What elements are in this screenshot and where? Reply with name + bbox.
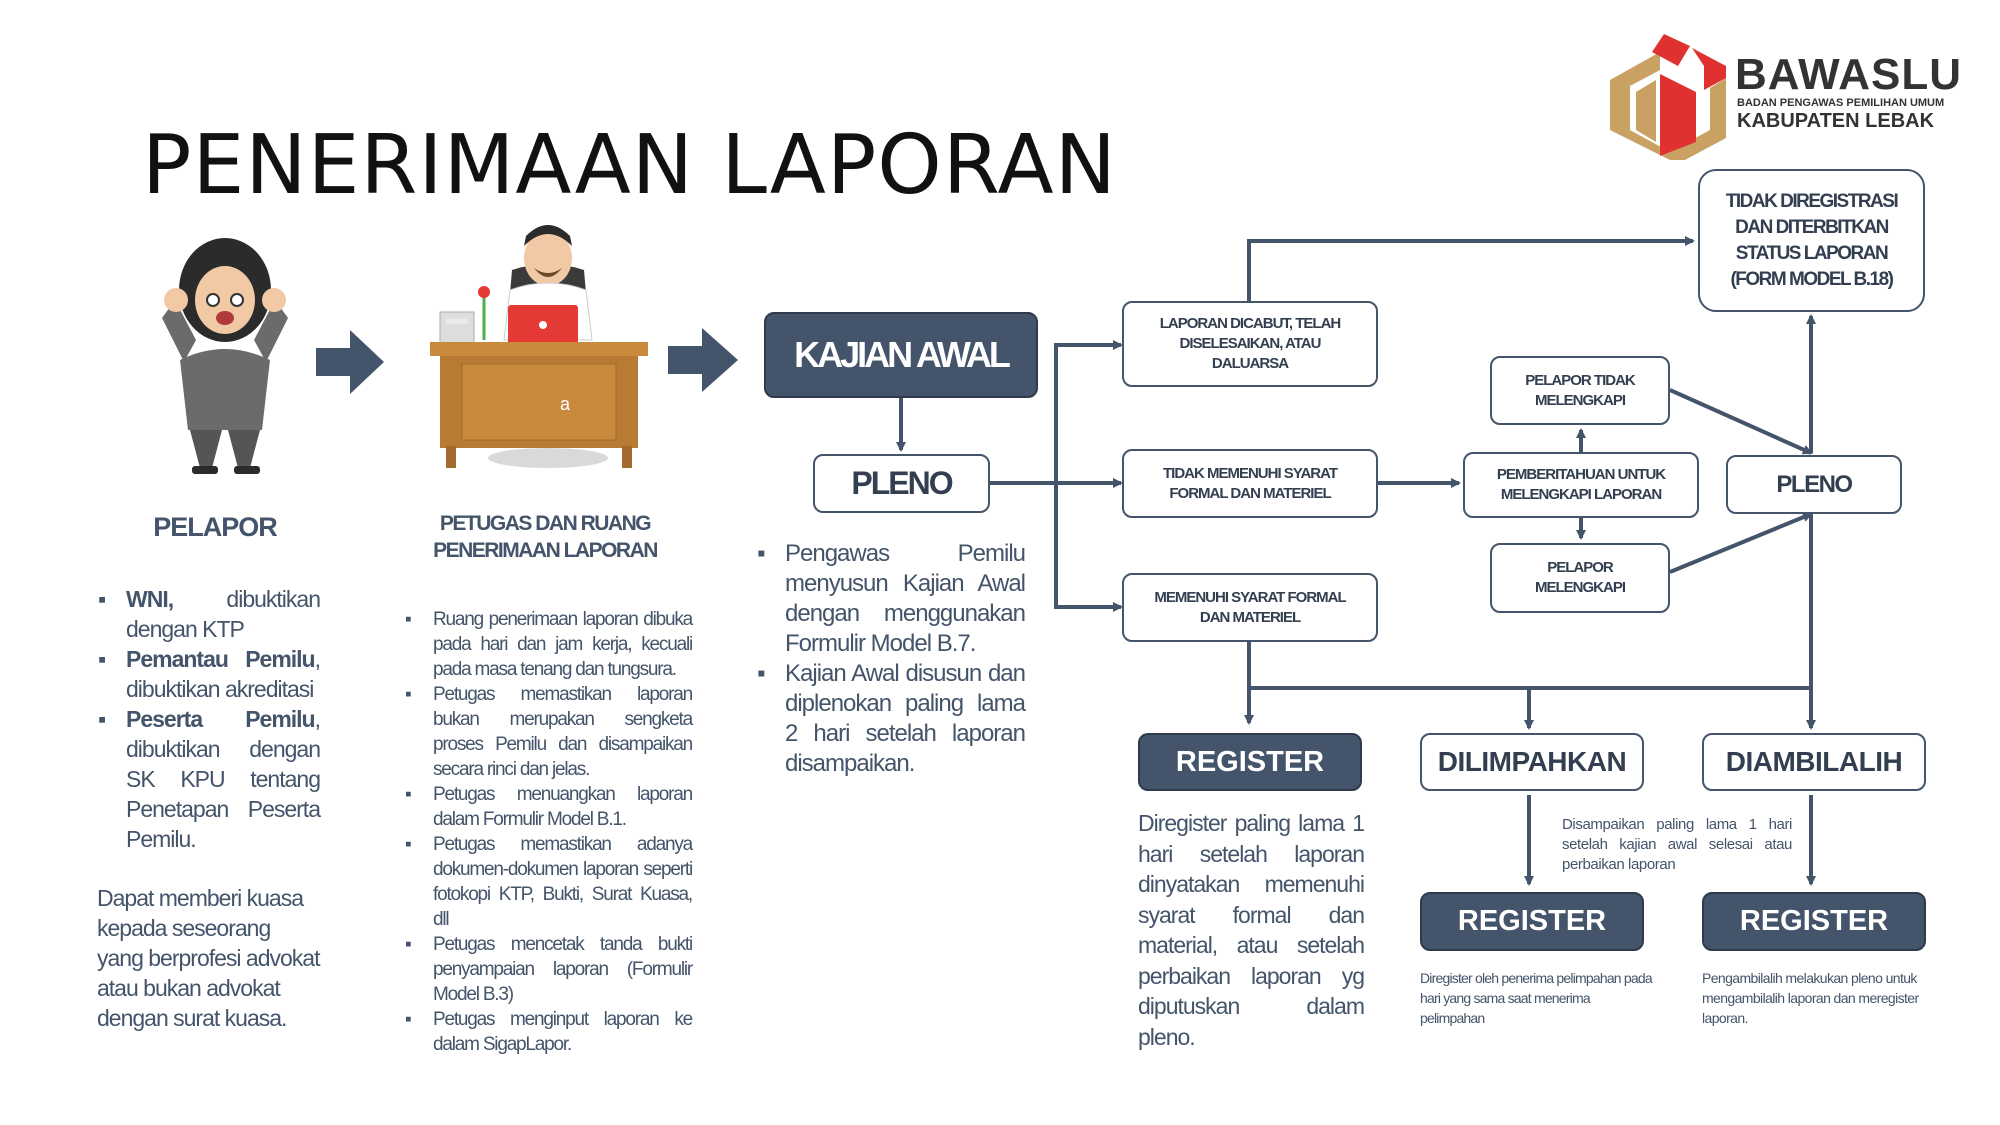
- tidak-diregistrasi-box: TIDAK DIREGISTRASI DAN DITERBITKAN STATU…: [1698, 169, 1925, 312]
- arrow-right-icon: [668, 328, 738, 392]
- pleno-right-box: PLENO: [1726, 455, 1902, 514]
- list-item: Kajian Awal disusun dan diplenokan palin…: [757, 659, 1026, 779]
- logo-region: KABUPATEN LEBAK: [1737, 110, 1935, 132]
- dilimpahkan-box: DILIMPAHKAN: [1420, 733, 1644, 791]
- pelapor-heading: PELAPOR: [153, 512, 278, 542]
- kajian-awal-box: KAJIAN AWAL: [764, 312, 1038, 398]
- register-dilimpahkan-box: REGISTER: [1420, 892, 1644, 951]
- list-item: Petugas memastikan adanya dokumen-dokume…: [405, 832, 693, 932]
- logo-name: BAWASLU: [1735, 50, 1962, 99]
- list-item: Ruang penerimaan laporan dibuka pada har…: [405, 607, 693, 682]
- illustration-label: a: [560, 394, 571, 414]
- logo-subtitle: BADAN PENGAWAS PEMILIHAN UMUM: [1737, 97, 1945, 109]
- pelapor-list: WNI, dibuktikan dengan KTP Pemantau Pemi…: [98, 584, 321, 854]
- list-item: Peserta Pemilu, dibuktikan dengan SK KPU…: [98, 704, 321, 854]
- list-item: Petugas memastikan laporan bukan merupak…: [405, 682, 693, 782]
- register-diambilalih-note: Pengambilalih melakukan pleno untuk meng…: [1702, 970, 1919, 1026]
- disampaikan-note: Disampaikan paling lama 1 hari setelah k…: [1562, 816, 1792, 873]
- register-note: Diregister paling lama 1 hari setelah la…: [1138, 810, 1365, 1050]
- register-diambilalih-box: REGISTER: [1702, 892, 1926, 951]
- list-item: Pemantau Pemilu, dibuktikan akreditasi: [98, 644, 321, 704]
- dicabut-box: LAPORAN DICABUT, TELAH DISELESAIKAN, ATA…: [1122, 301, 1378, 387]
- list-item: Pengawas Pemilu menyusun Kajian Awal den…: [757, 539, 1026, 659]
- register-box: REGISTER: [1138, 733, 1362, 791]
- list-item: Petugas mencetak tanda bukti penyampaian…: [405, 932, 693, 1007]
- register-dilimpahkan-note: Diregister oleh penerima pelimpahan pada…: [1420, 970, 1653, 1026]
- page-title: PENERIMAAN LAPORAN: [142, 118, 1117, 213]
- petugas-heading: PETUGAS DAN RUANG PENERIMAAN LAPORAN: [433, 512, 658, 562]
- list-item: Petugas menginput laporan ke dalam Sigap…: [405, 1007, 693, 1057]
- memenuhi-box: MEMENUHI SYARAT FORMAL DAN MATERIEL: [1122, 573, 1378, 642]
- bawaslu-logo: [1610, 34, 1726, 160]
- list-item: Petugas menuangkan laporan dalam Formuli…: [405, 782, 693, 832]
- office-worker-icon: a: [430, 225, 648, 468]
- kajian-list: Pengawas Pemilu menyusun Kajian Awal den…: [757, 539, 1026, 779]
- tidak-memenuhi-box: TIDAK MEMENUHI SYARAT FORMAL DAN MATERIE…: [1122, 449, 1378, 518]
- pemberitahuan-box: PEMBERITAHUAN UNTUK MELENGKAPI LAPORAN: [1463, 452, 1699, 518]
- list-item: WNI, dibuktikan dengan KTP: [98, 584, 321, 644]
- pelapor-tidak-box: PELAPOR TIDAK MELENGKAPI: [1490, 356, 1670, 425]
- pelapor-melengkapi-box: PELAPOR MELENGKAPI: [1490, 543, 1670, 613]
- pleno-box: PLENO: [813, 454, 990, 513]
- pelapor-note: Dapat memberi kuasa kepada seseorang yan…: [97, 885, 321, 1031]
- stressed-person-icon: [162, 238, 288, 474]
- arrow-right-icon: [316, 330, 384, 394]
- petugas-list: Ruang penerimaan laporan dibuka pada har…: [405, 607, 693, 1057]
- diambilalih-box: DIAMBILALIH: [1702, 733, 1926, 791]
